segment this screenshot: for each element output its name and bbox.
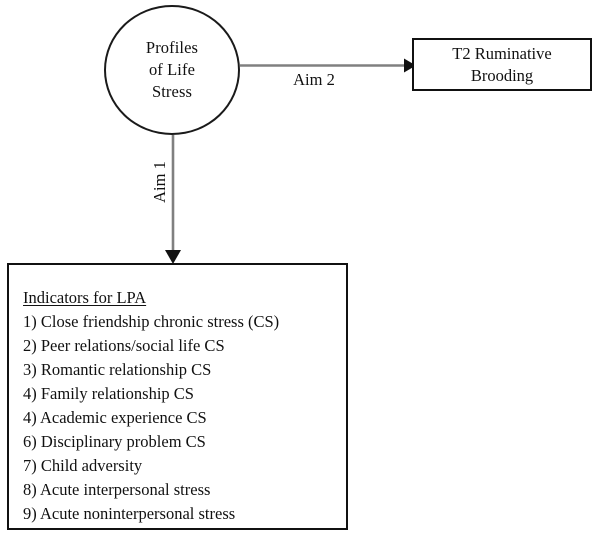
list-item: 4) Family relationship CS — [23, 384, 194, 403]
outcome-label-line-1: T2 Ruminative — [452, 44, 552, 64]
list-item: 1) Close friendship chronic stress (CS) — [23, 312, 280, 331]
list-item: 9) Acute noninterpersonal stress — [23, 504, 236, 523]
indicators-list: 1) Close friendship chronic stress (CS) … — [23, 310, 346, 526]
circle-label-line-3: Stress — [151, 81, 192, 101]
indicators-heading: Indicators for LPA — [23, 288, 147, 307]
circle-label-line-1: Profiles — [145, 38, 199, 58]
list-item: 7) Child adversity — [23, 456, 143, 475]
outcome-label: T2 Ruminative Brooding — [452, 43, 551, 86]
list-item: 6) Disciplinary problem CS — [23, 432, 206, 451]
indicators-box: Indicators for LPA 1) Close friendship c… — [7, 263, 348, 530]
circle-label: Profiles of Life Stress — [146, 37, 198, 102]
aim1-label: Aim 1 — [150, 161, 169, 203]
circle-label-line-2: of Life — [148, 60, 196, 80]
node-profiles-of-life-stress: Profiles of Life Stress — [104, 5, 240, 135]
list-item: 2) Peer relations/social life CS — [23, 336, 225, 355]
outcome-label-line-2: Brooding — [470, 65, 534, 85]
aim2-label: Aim 2 — [293, 70, 335, 89]
list-item: 3) Romantic relationship CS — [23, 360, 212, 379]
list-item: 4) Academic experience CS — [23, 408, 207, 427]
list-item: 8) Acute interpersonal stress — [23, 480, 211, 499]
node-t2-ruminative-brooding: T2 Ruminative Brooding — [412, 38, 592, 91]
